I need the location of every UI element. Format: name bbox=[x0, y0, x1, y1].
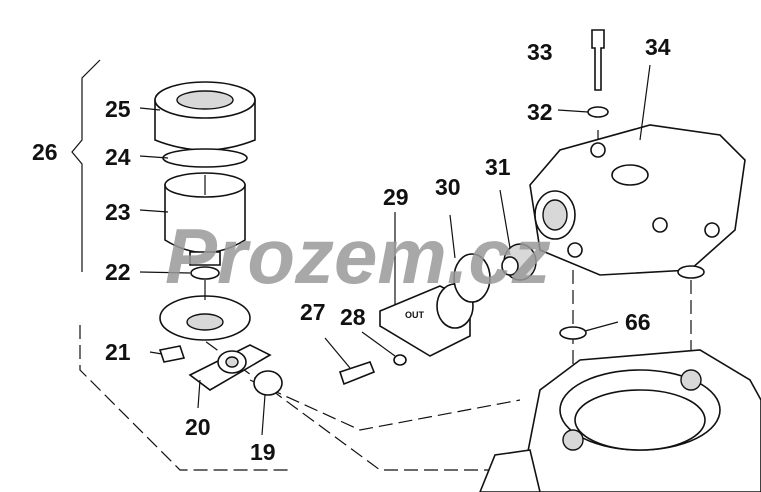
part-22-oring bbox=[190, 266, 220, 280]
part-33-bolt bbox=[591, 29, 605, 91]
part-19-oring bbox=[253, 370, 283, 396]
label-26: 26 bbox=[32, 139, 58, 165]
label-29: 29 bbox=[383, 184, 409, 210]
label-32: 32 bbox=[527, 99, 553, 125]
oring bbox=[677, 265, 705, 279]
part-21-screw bbox=[158, 345, 186, 363]
label-23: 23 bbox=[105, 199, 131, 225]
part-30-oring bbox=[453, 253, 491, 303]
label-30: 30 bbox=[435, 174, 461, 200]
part-28-washer bbox=[393, 354, 407, 366]
part-23-cylinder bbox=[164, 172, 246, 266]
part-24-ring bbox=[162, 148, 248, 168]
out-marking: OUT bbox=[405, 310, 425, 320]
part-32-washer bbox=[587, 106, 609, 118]
part-29-outlet: OUT bbox=[379, 283, 474, 357]
part-27-bolt bbox=[338, 361, 376, 386]
label-19: 19 bbox=[250, 439, 276, 465]
label-24: 24 bbox=[105, 144, 131, 170]
assembly-line bbox=[79, 325, 290, 471]
label-20: 20 bbox=[185, 414, 211, 440]
part-31-valve bbox=[501, 243, 537, 281]
part-66-oring bbox=[559, 326, 587, 340]
label-66: 66 bbox=[625, 309, 651, 335]
part-25-cap bbox=[154, 81, 256, 151]
label-27: 27 bbox=[300, 299, 326, 325]
label-25: 25 bbox=[105, 96, 131, 122]
label-33: 33 bbox=[527, 39, 553, 65]
leader-lines bbox=[139, 64, 651, 436]
part-34-head bbox=[529, 124, 746, 276]
label-28: 28 bbox=[340, 304, 366, 330]
assembly-line bbox=[249, 379, 521, 431]
label-31: 31 bbox=[485, 154, 511, 180]
label-34: 34 bbox=[645, 34, 671, 60]
diaphragm bbox=[159, 295, 251, 341]
label-21: 21 bbox=[105, 339, 131, 365]
watermark: Prozem.cz bbox=[165, 212, 551, 300]
part-20-valve-body bbox=[188, 344, 272, 391]
label-22: 22 bbox=[105, 259, 131, 285]
pump-housing bbox=[479, 349, 761, 492]
bracket-26 bbox=[71, 59, 101, 272]
